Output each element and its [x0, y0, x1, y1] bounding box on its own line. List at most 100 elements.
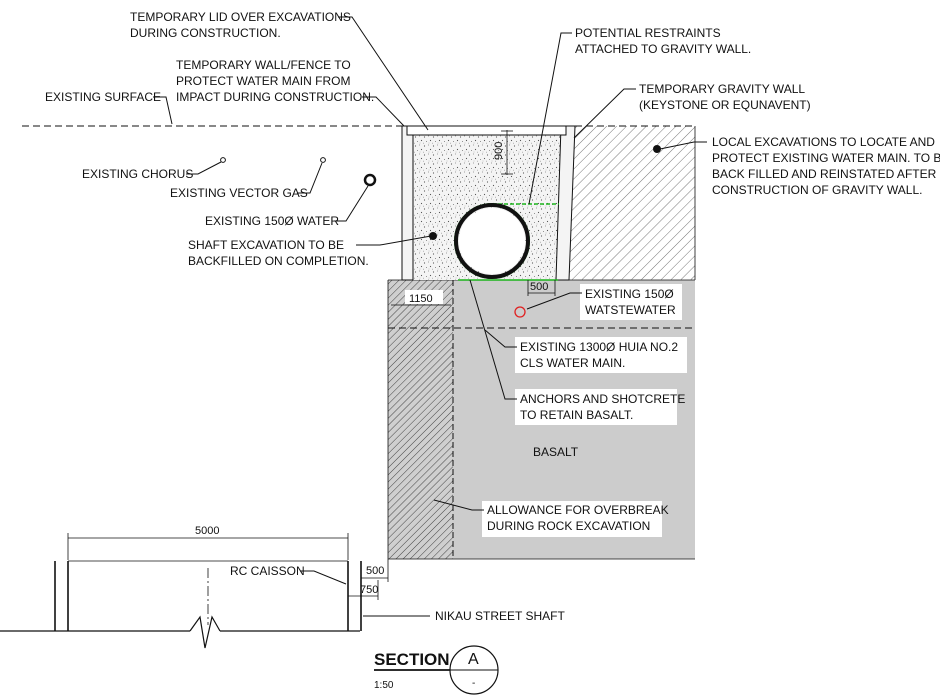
label-temporary-lid: TEMPORARY LID OVER EXCAVATIONS DURING CO…	[130, 10, 429, 131]
svg-text:ALLOWANCE FOR OVERBREAK: ALLOWANCE FOR OVERBREAK	[487, 503, 669, 517]
svg-text:ANCHORS AND SHOTCRETE: ANCHORS AND SHOTCRETE	[520, 392, 685, 406]
dimension-1150: 1150	[391, 290, 451, 306]
label-local-excavations: LOCAL EXCAVATIONS TO LOCATE AND PROTECT …	[653, 135, 940, 197]
svg-text:BACKFILLED ON COMPLETION.: BACKFILLED ON COMPLETION.	[188, 254, 369, 268]
svg-text:BACK FILLED AND REINSTATED AFT: BACK FILLED AND REINSTATED AFTER	[712, 167, 937, 181]
svg-text:CONSTRUCTION OF GRAVITY WALL.: CONSTRUCTION OF GRAVITY WALL.	[712, 183, 922, 197]
dimension-750: 750	[348, 580, 379, 600]
section-mark: A	[468, 651, 479, 668]
svg-text:SHAFT EXCAVATION TO BE: SHAFT EXCAVATION TO BE	[188, 238, 344, 252]
svg-text:POTENTIAL RESTRAINTS: POTENTIAL RESTRAINTS	[575, 26, 721, 40]
potential-restraints	[458, 203, 559, 281]
svg-text:IMPACT DURING CONSTRUCTION.: IMPACT DURING CONSTRUCTION.	[176, 90, 374, 104]
label-existing-chorus: EXISTING CHORUS	[82, 161, 222, 181]
gravity-wall-line1: TEMPORARY GRAVITY WALL	[639, 82, 805, 96]
svg-text:ATTACHED TO GRAVITY WALL.: ATTACHED TO GRAVITY WALL.	[575, 42, 751, 56]
label-existing-surface: EXISTING SURFACE	[45, 90, 173, 125]
local-excavations-line2: PROTECT EXISTING WATER MAIN. TO BE	[712, 151, 940, 165]
temporary-lid	[406, 125, 567, 136]
soil-excavation-zone	[569, 126, 696, 280]
label-existing-wastewater: EXISTING 150Ø WATSTEWATER	[526, 284, 682, 320]
dimension-500-top-text: 500	[530, 281, 548, 293]
existing-surface-text: EXISTING SURFACE	[45, 90, 161, 104]
dimension-500-bottom-text: 500	[366, 565, 384, 577]
shaft-excavation-line2: BACKFILLED ON COMPLETION.	[188, 254, 369, 268]
existing-water-text: EXISTING 150Ø WATER	[205, 214, 339, 228]
wastewater-symbol	[514, 306, 526, 318]
label-nikau-shaft: NIKAU STREET SHAFT	[363, 609, 565, 623]
section-scale: 1:50	[374, 680, 394, 691]
temporary-wall-line3: IMPACT DURING CONSTRUCTION.	[176, 90, 374, 104]
shaft-excavation-line1: SHAFT EXCAVATION TO BE	[188, 238, 344, 252]
potential-restraints-line1: POTENTIAL RESTRAINTS	[575, 26, 721, 40]
svg-text:LOCAL EXCAVATIONS TO LOCATE AN: LOCAL EXCAVATIONS TO LOCATE AND	[712, 135, 935, 149]
gravity-wall-line2: (KEYSTONE OR EQUNAVENT)	[639, 98, 811, 112]
section-title-block: SECTION A - 1:50	[374, 645, 499, 695]
dimension-1150-text: 1150	[409, 293, 433, 305]
dimension-500-bottom: 500	[361, 559, 389, 582]
temporary-wall-fence	[401, 125, 414, 281]
overbreak-zone	[387, 279, 695, 560]
vector-gas-symbol	[320, 157, 326, 163]
huia-main-line1: EXISTING 1300Ø HUIA NO.2	[520, 340, 678, 354]
huia-water-main-pipe	[454, 203, 530, 279]
label-potential-restraints: POTENTIAL RESTRAINTS ATTACHED TO GRAVITY…	[528, 26, 751, 205]
svg-text:TEMPORARY GRAVITY WALL: TEMPORARY GRAVITY WALL	[639, 82, 805, 96]
label-anchors: ANCHORS AND SHOTCRETE TO RETAIN BASALT.	[469, 279, 685, 425]
temporary-gravity-wall	[555, 125, 576, 281]
anchors-line2: TO RETAIN BASALT.	[520, 408, 633, 422]
local-excavations-line3: BACK FILLED AND REINSTATED AFTER	[712, 167, 937, 181]
dimension-5000: 5000	[67, 525, 349, 560]
label-basalt: BASALT	[533, 445, 579, 459]
potential-restraints-line2: ATTACHED TO GRAVITY WALL.	[575, 42, 751, 56]
local-excavations-line4: CONSTRUCTION OF GRAVITY WALL.	[712, 183, 922, 197]
overbreak-line1: ALLOWANCE FOR OVERBREAK	[487, 503, 669, 517]
rc-caisson-text: RC CAISSON	[230, 564, 305, 578]
svg-text:EXISTING 1300Ø HUIA NO.2: EXISTING 1300Ø HUIA NO.2	[520, 340, 678, 354]
temporary-wall-line1: TEMPORARY WALL/FENCE TO	[176, 58, 351, 72]
nikau-street-shaft	[0, 560, 362, 649]
svg-text:TEMPORARY LID OVER EXCAVATIONS: TEMPORARY LID OVER EXCAVATIONS	[130, 10, 351, 24]
chorus-cable-symbol	[220, 157, 226, 163]
temporary-lid-line1: TEMPORARY LID OVER EXCAVATIONS	[130, 10, 351, 24]
label-gravity-wall: TEMPORARY GRAVITY WALL (KEYSTONE OR EQUN…	[573, 82, 811, 139]
svg-text:(KEYSTONE OR EQUNAVENT): (KEYSTONE OR EQUNAVENT)	[639, 98, 811, 112]
dimension-500-top: 500	[527, 280, 556, 296]
nikau-shaft-text: NIKAU STREET SHAFT	[435, 609, 565, 623]
temporary-wall-line2: PROTECT WATER MAIN FROM	[176, 74, 350, 88]
svg-text:CLS WATER MAIN.: CLS WATER MAIN.	[520, 356, 625, 370]
overbreak-line2: DURING ROCK EXCAVATION	[487, 519, 650, 533]
svg-text:TO RETAIN BASALT.: TO RETAIN BASALT.	[520, 408, 633, 422]
existing-wastewater-line1: EXISTING 150Ø	[585, 287, 674, 301]
svg-text:TEMPORARY WALL/FENCE TO: TEMPORARY WALL/FENCE TO	[176, 58, 351, 72]
label-overbreak: ALLOWANCE FOR OVERBREAK DURING ROCK EXCA…	[433, 499, 669, 537]
label-shaft-excavation: SHAFT EXCAVATION TO BE BACKFILLED ON COM…	[188, 232, 437, 268]
anchors-line1: ANCHORS AND SHOTCRETE	[520, 392, 685, 406]
water-150-symbol	[363, 173, 377, 187]
label-rc-caisson: RC CAISSON	[230, 564, 347, 585]
svg-text:PROTECT EXISTING WATER MAIN. T: PROTECT EXISTING WATER MAIN. TO BE	[712, 151, 940, 165]
temporary-lid-line2: DURING CONSTRUCTION.	[130, 26, 281, 40]
svg-text:WATSTEWATER: WATSTEWATER	[585, 303, 676, 317]
existing-vector-gas-text: EXISTING VECTOR GAS	[170, 186, 308, 200]
dimension-900: 900	[493, 130, 513, 175]
basalt-text: BASALT	[533, 445, 579, 459]
svg-text:DURING ROCK EXCAVATION: DURING ROCK EXCAVATION	[487, 519, 650, 533]
existing-chorus-text: EXISTING CHORUS	[82, 167, 193, 181]
section-mark-circle	[449, 645, 499, 695]
label-existing-water: EXISTING 150Ø WATER	[205, 185, 369, 228]
existing-wastewater-line2: WATSTEWATER	[585, 303, 676, 317]
svg-text:EXISTING 150Ø: EXISTING 150Ø	[585, 287, 674, 301]
label-temporary-wall: TEMPORARY WALL/FENCE TO PROTECT WATER MA…	[176, 58, 405, 127]
label-existing-vector-gas: EXISTING VECTOR GAS	[170, 162, 323, 200]
local-excavations-line1: LOCAL EXCAVATIONS TO LOCATE AND	[712, 135, 935, 149]
section-sheet: -	[472, 678, 475, 689]
section-title: SECTION	[374, 650, 450, 669]
huia-main-line2: CLS WATER MAIN.	[520, 356, 625, 370]
label-huia-main: EXISTING 1300Ø HUIA NO.2 CLS WATER MAIN.	[484, 329, 687, 373]
svg-text:DURING CONSTRUCTION.: DURING CONSTRUCTION.	[130, 26, 281, 40]
dimension-750-text: 750	[360, 584, 378, 596]
dimension-900-text: 900	[493, 142, 505, 160]
svg-text:PROTECT WATER MAIN FROM: PROTECT WATER MAIN FROM	[176, 74, 350, 88]
